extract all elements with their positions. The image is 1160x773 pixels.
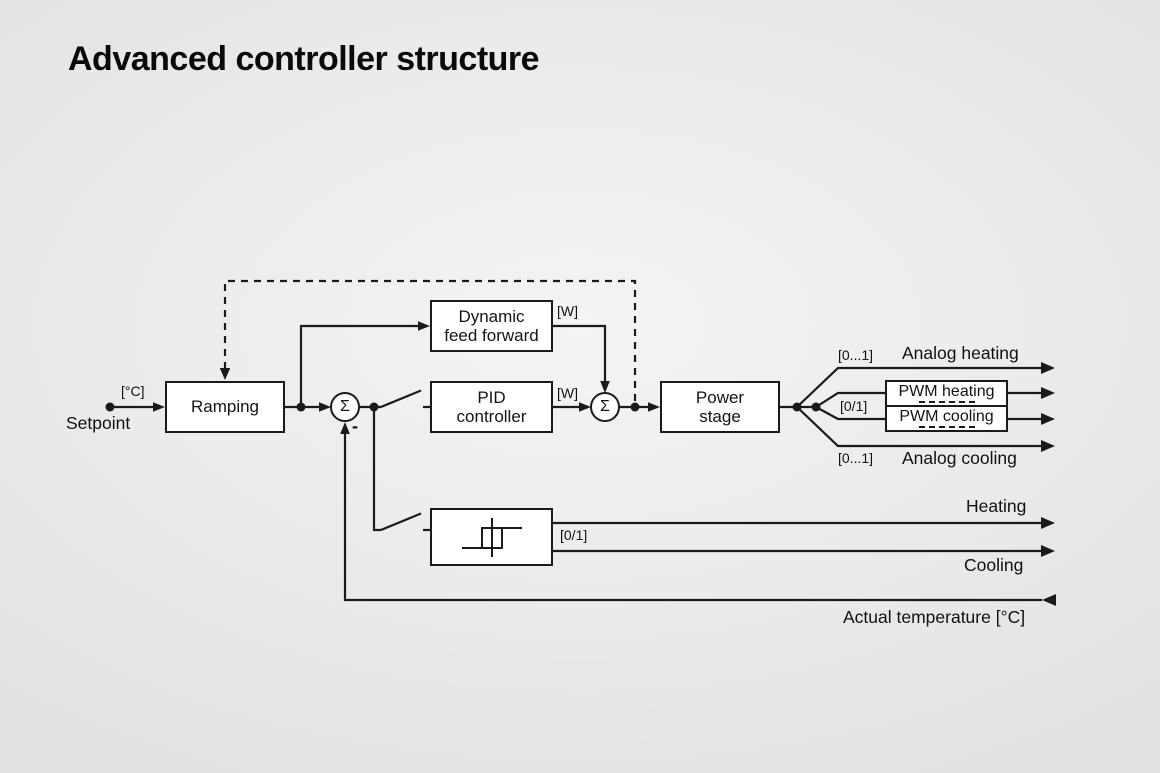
pid-label-line2: controller: [456, 407, 527, 426]
sigma-symbol-2: Σ: [600, 398, 610, 415]
summing-junction-2: Σ: [590, 392, 620, 422]
power-stage-label-line1: Power: [695, 387, 745, 407]
power-stage-block: Power stage: [660, 381, 780, 433]
dynamic-feed-forward-label-line2: feed forward: [444, 326, 539, 345]
wire-feedforward-branch: [299, 324, 418, 407]
arrowhead-into-sum2-top: [600, 381, 610, 393]
arrowhead-dashed-into-ramping: [219, 368, 231, 380]
switch-limit-lever: [380, 512, 422, 532]
arrowhead-into-sum2: [579, 402, 591, 412]
pwm-heating-label: PWM heating: [898, 383, 995, 400]
hysteresis-step-down: [480, 526, 522, 548]
arrowhead-heating-out: [1041, 517, 1055, 529]
limit-comparator-block: [430, 508, 553, 566]
pwm-cooling-label: PWM cooling: [899, 408, 994, 425]
analog-heating-label: Analog heating: [902, 343, 1019, 363]
pid-label-line1: PID: [477, 387, 506, 407]
arrowhead-into-ramping: [153, 402, 165, 412]
ramping-label: Ramping: [190, 397, 260, 417]
wire-to-pwm-heating: [815, 391, 885, 408]
arrowhead-pwm-cooling-out: [1041, 413, 1055, 425]
heating-label: Heating: [966, 496, 1027, 516]
pwm-heating-cell: PWM heating: [887, 382, 1006, 407]
dynamic-feed-forward-label-line1: Dynamic: [458, 306, 525, 326]
wire-feed-forward-out: [553, 324, 607, 381]
pwm-cooling-pulse-dash: [918, 426, 975, 428]
arrowhead-pwm-heating-out: [1041, 387, 1055, 399]
wire-to-pwm-cooling: [815, 406, 885, 421]
wire-analog-cooling: [796, 406, 1041, 448]
junction-dot-sum2-out: [630, 402, 640, 412]
analog-heating-range-label: [0...1]: [838, 347, 874, 363]
hysteresis-icon: [461, 517, 522, 557]
pwm-block: PWM heating PWM cooling: [885, 380, 1008, 432]
feed-forward-watt-label: [W]: [557, 303, 578, 319]
arrowhead-analog-heating-out: [1041, 362, 1055, 374]
pwm-range-label: [0/1]: [840, 398, 868, 414]
minus-sign: -: [352, 416, 358, 436]
sigma-symbol-1: Σ: [340, 398, 350, 415]
pwm-cooling-cell: PWM cooling: [887, 407, 1006, 430]
arrowhead-actual-temperature-in: [1042, 594, 1056, 606]
dynamic-feed-forward-block: Dynamic feed forward: [430, 300, 553, 352]
wire-branch-to-limit: [372, 407, 381, 532]
analog-cooling-range-label: [0...1]: [838, 450, 874, 466]
summing-junction-1: Σ: [330, 392, 360, 422]
actual-temperature-label: Actual temperature [°C]: [843, 607, 1026, 627]
page-title: Advanced controller structure: [68, 40, 540, 78]
pwm-heating-pulse-dash: [918, 401, 975, 403]
wire-actual-temperature: [343, 433, 1042, 602]
ramping-block: Ramping: [165, 381, 285, 433]
cooling-label: Cooling: [964, 555, 1024, 575]
arrowhead-cooling-out: [1041, 545, 1055, 557]
limit-comparator-output-label: [0/1]: [560, 527, 588, 543]
wire-analog-heating: [796, 366, 1041, 408]
hysteresis-step-up: [461, 527, 503, 549]
switch-pid-lever: [380, 389, 422, 409]
analog-cooling-label: Analog cooling: [902, 448, 1017, 468]
pid-controller-block: PID controller: [430, 381, 553, 433]
arrowhead-into-power-stage: [648, 402, 660, 412]
dashed-tracking-wire: [223, 279, 637, 403]
setpoint-unit-label: [°C]: [121, 383, 145, 399]
arrowhead-analog-cooling-out: [1041, 440, 1055, 452]
pid-watt-label: [W]: [557, 385, 578, 401]
arrowhead-into-sum1-bottom: [340, 422, 350, 434]
arrowhead-into-sum1: [319, 402, 331, 412]
power-stage-label-line2: stage: [699, 407, 741, 426]
arrowhead-into-feed-forward: [418, 321, 430, 331]
junction-dot-setpoint: [105, 402, 115, 412]
setpoint-label: Setpoint: [66, 413, 131, 433]
